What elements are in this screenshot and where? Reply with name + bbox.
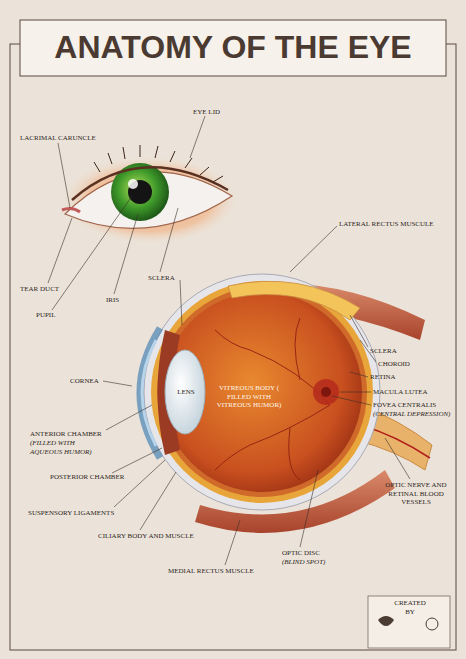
chamber-label: POSTERIOR CHAMBER xyxy=(50,473,124,482)
macula-label: MACULA LUTEA xyxy=(373,388,428,397)
fovea-label: FOVEA CENTRALIS xyxy=(373,401,436,410)
credit-label: CREATED BY xyxy=(390,599,430,616)
tear-duct-label: TEAR DUCT xyxy=(20,285,59,294)
muscle-label: MEDIAL RECTUS MUSCLE xyxy=(168,567,254,576)
optic-disc-label: OPTIC DISC xyxy=(282,549,320,558)
optic-disc-note: (BLIND SPOT) xyxy=(282,558,325,567)
fovea-note: (CENTRAL DEPRESSION) xyxy=(373,410,450,419)
pupil-label: PUPIL xyxy=(36,311,55,320)
eye-lid-label: EYE LID xyxy=(193,108,220,117)
sclera-label: SCLERA xyxy=(148,274,175,283)
vitreous-label: VITREOUS BODY ( FILLED WITH VITREOUS HUM… xyxy=(215,384,283,410)
ciliary-label: CILIARY BODY AND MUSCLE xyxy=(98,532,194,541)
page-title: ANATOMY OF THE EYE xyxy=(22,22,444,72)
lens-label: LENS xyxy=(176,388,196,397)
caruncle-label: LACRIMAL CARUNCLE xyxy=(20,134,96,143)
optic-nerve-label: OPTIC NERVE AND RETINAL BLOOD VESSELS xyxy=(385,481,447,507)
retina-label: RETINA xyxy=(370,373,396,382)
ligament-label: SUSPENSORY LIGAMENTS xyxy=(28,509,114,518)
iris-label: IRIS xyxy=(106,296,119,305)
sclera-label: SCLERA xyxy=(370,347,397,356)
cornea-label: CORNEA xyxy=(70,377,99,386)
choroid-label: CHOROID xyxy=(378,360,410,369)
muscle-label: LATERAL RECTUS MUSCULE xyxy=(339,220,434,229)
chamber-note: (FILLED WITH AQUEOUS HUMOR) xyxy=(30,439,108,456)
chamber-label: ANTERIOR CHAMBER xyxy=(30,430,102,439)
